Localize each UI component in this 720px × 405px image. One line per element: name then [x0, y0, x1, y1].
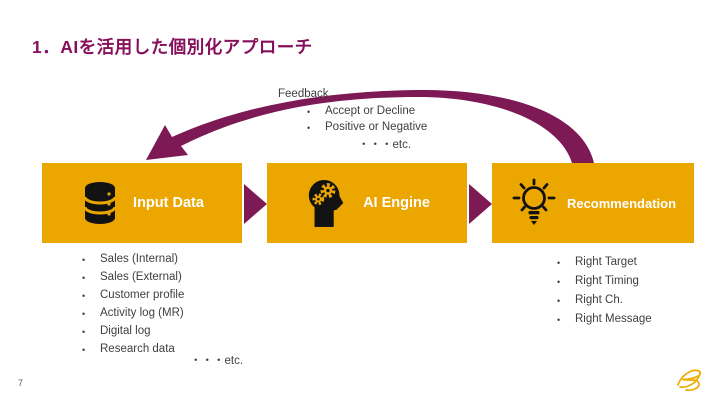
page-number: 7	[18, 378, 24, 388]
pipeline-box-label: AI Engine	[363, 195, 430, 211]
bullet-dot	[82, 343, 100, 355]
slide-title: 1．AIを活用した個別化アプローチ	[32, 37, 313, 57]
list-item-label: Customer profile	[100, 289, 185, 301]
list-item: Right Message	[557, 313, 652, 325]
list-item-label: Activity log (MR)	[100, 307, 184, 319]
flow-arrow-icon	[244, 184, 267, 224]
pipeline-box-label: Recommendation	[566, 195, 677, 211]
lightbulb-icon	[512, 178, 556, 225]
list-item: Sales (External)	[82, 271, 182, 283]
bullet-dot	[82, 253, 100, 265]
bullet-dot	[82, 289, 100, 301]
list-item: Right Ch.	[557, 294, 623, 306]
bullet-dot	[82, 271, 100, 283]
bullet-dot	[557, 294, 575, 306]
list-item-label: Research data	[100, 343, 175, 355]
bullet-dot	[82, 325, 100, 337]
list-item: Activity log (MR)	[82, 307, 184, 319]
list-item-label: Digital log	[100, 325, 151, 337]
feedback-label: Feedback	[278, 88, 329, 100]
list-item-label: Right Target	[575, 256, 637, 268]
ai-head-gears-icon	[308, 180, 344, 227]
list-item: Research data	[82, 343, 175, 355]
pipeline-box-recommendation: Recommendation	[492, 163, 694, 243]
feedback-item: Accept or Decline	[307, 105, 415, 117]
feedback-item-label: Positive or Negative	[325, 121, 428, 133]
pipeline-box-label: Input Data	[133, 195, 204, 211]
list-item: Sales (Internal)	[82, 253, 178, 265]
bullet-dot	[557, 256, 575, 268]
flow-arrow-icon	[469, 184, 492, 224]
database-icon	[83, 182, 117, 224]
feedback-item-label: Accept or Decline	[325, 105, 416, 117]
bullet-dot	[307, 121, 325, 133]
list-item: Customer profile	[82, 289, 184, 301]
bullet-dot	[82, 307, 100, 319]
list-item: Right Timing	[557, 275, 639, 287]
list-item-label: Sales (External)	[100, 271, 182, 283]
bullet-dot	[307, 105, 325, 117]
bullet-dot	[557, 313, 575, 325]
pipeline-box-ai-engine: AI Engine	[267, 163, 467, 243]
input-data-etc-label: ・・・etc.	[190, 355, 244, 367]
list-item-label: Right Ch.	[575, 294, 623, 306]
feedback-etc-label: ・・・etc.	[358, 139, 412, 151]
list-item-label: Right Timing	[575, 275, 639, 287]
list-item-label: Right Message	[575, 313, 652, 325]
list-item: Digital log	[82, 325, 151, 337]
astrazeneca-logo-icon	[677, 369, 702, 392]
pipeline-box-input-data: Input Data	[42, 163, 242, 243]
list-item-label: Sales (Internal)	[100, 253, 178, 265]
list-item: Right Target	[557, 256, 637, 268]
bullet-dot	[557, 275, 575, 287]
feedback-item: Positive or Negative	[307, 121, 427, 133]
